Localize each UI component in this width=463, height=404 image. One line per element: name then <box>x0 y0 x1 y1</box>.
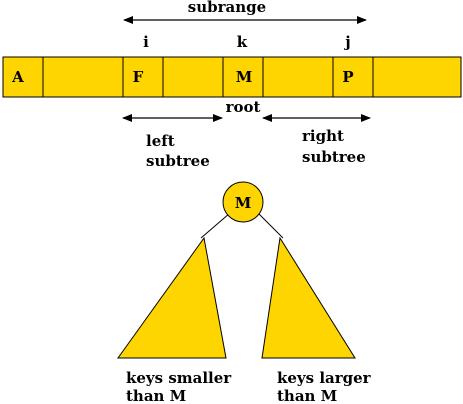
left-subtree-caption-line1: keys smaller <box>126 369 232 387</box>
root-label: root <box>226 98 261 116</box>
sorted-array: A F M P <box>2 56 462 98</box>
index-j-label: j <box>343 33 350 51</box>
right-subtree-triangle <box>261 236 356 359</box>
right-subtree-label-line1: right <box>302 127 344 145</box>
root-node <box>222 181 264 223</box>
root-node-label: M <box>235 194 252 212</box>
right-subtree-caption-line1: keys larger <box>277 369 372 387</box>
right-subtree-label-line2: subtree <box>302 148 366 166</box>
array-cell-label: M <box>236 68 253 86</box>
array-cell-label: F <box>133 68 144 86</box>
index-i-label: i <box>143 33 149 51</box>
subrange-label: subrange <box>188 0 266 16</box>
tree-edge-right <box>257 212 284 239</box>
array-cell-m <box>222 56 264 98</box>
array-cell <box>162 56 224 98</box>
index-k-label: k <box>237 33 248 51</box>
array-cell <box>42 56 124 98</box>
left-subtree-caption-line2: than M <box>126 387 186 404</box>
array-cell <box>372 56 462 98</box>
left-subtree-label-line1: left <box>146 132 175 150</box>
right-subtree-caption-line2: than M <box>277 387 337 404</box>
array-cell-label: P <box>342 68 353 86</box>
left-subtree-label-line2: subtree <box>146 152 210 170</box>
left-subtree-triangle <box>117 236 227 359</box>
tree-edge-left <box>200 212 231 239</box>
array-cell-label: A <box>11 68 24 86</box>
array-cell-f <box>122 56 164 98</box>
array-cell <box>262 56 334 98</box>
